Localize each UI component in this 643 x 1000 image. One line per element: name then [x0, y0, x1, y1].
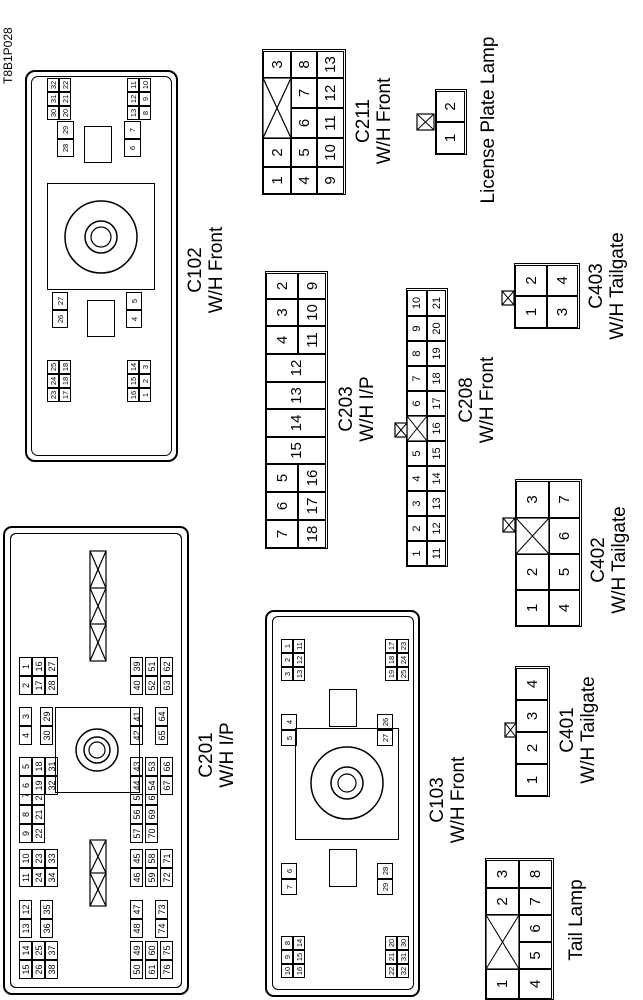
key-mark [501, 290, 515, 306]
cell: 7 [266, 520, 298, 548]
c208-code: C208 [456, 377, 477, 423]
cell: 1 [436, 122, 465, 154]
pin: 7 [124, 121, 141, 139]
connector-license-plate-lamp: 1 2 [435, 89, 467, 155]
pin: 6 [124, 139, 141, 157]
center-bolt [64, 200, 138, 274]
c102-code: C102 [185, 247, 206, 293]
c201-code: C201 [196, 732, 217, 778]
connector-c402: 1 2 3 4 5 6 7 8 [515, 479, 582, 627]
c402-label: C402 W/H Tailgate [588, 480, 630, 640]
cell: 2 [515, 265, 547, 296]
blank-cross-mark [406, 415, 428, 442]
cell: 6 [266, 492, 298, 520]
key-mark [416, 113, 435, 131]
c401-desc: W/H Tailgate [578, 676, 599, 784]
pin: 13 [127, 106, 139, 120]
key-mark [394, 422, 408, 438]
cell: 5 [266, 464, 298, 492]
c401-label: C401 W/H Tailgate [557, 650, 599, 810]
cell: 4 [266, 326, 298, 354]
cell: 2 [266, 273, 298, 299]
cell: 3 [516, 700, 548, 732]
c403-code: C403 [586, 263, 607, 309]
connector-c401: 1 2 3 4 [515, 666, 550, 797]
cell: 2 [436, 91, 465, 122]
c403-desc: W/H Tailgate [607, 232, 628, 340]
center-bolt [75, 550, 119, 907]
license-plate-lamp-label: License Plate Lamp [478, 36, 499, 204]
cell: 1 [516, 764, 548, 796]
connector-c208: 1 2 3 4 5 6 7 8 9 10 11 12 13 14 15 16 1… [406, 288, 448, 567]
pin: 31 [47, 92, 59, 106]
diagram-code: T8B1P028 [1, 27, 15, 84]
tail-lamp-label: Tail Lamp [566, 879, 587, 961]
c201-label: C201 W/H I/P [196, 685, 238, 825]
cell: 17 [298, 492, 326, 520]
cell: 13 [266, 382, 326, 409]
cell: 14 [266, 409, 326, 437]
cell: 18 [298, 520, 326, 548]
key-mark [502, 517, 516, 533]
connector-c102: 16 15 14 1 2 3 23 24 25 17 18 18 26 27 4… [25, 70, 178, 462]
c201-desc: W/H I/P [217, 722, 238, 788]
pin: 32 [47, 78, 59, 92]
cell: 3 [266, 299, 298, 326]
c208-label: C208 W/H Front [456, 330, 498, 470]
cell: 11 [298, 326, 326, 354]
key-mark [504, 722, 517, 738]
c401-code: C401 [557, 707, 578, 753]
pin: 20 [59, 106, 71, 120]
cell: 1 [515, 296, 547, 328]
c402-code: C402 [588, 537, 609, 583]
pin: 29 [57, 121, 74, 139]
cell: 2 [516, 732, 548, 764]
c211-desc: W/H Front [374, 77, 395, 165]
pin: 11 [127, 78, 139, 92]
connector-tail-lamp: 1 2 3 4 5 6 7 8 [485, 858, 554, 1000]
c103-code: C103 [427, 777, 448, 823]
pin: 28 [57, 139, 74, 157]
c102-desc: W/H Front [206, 226, 227, 314]
pin: 12 [127, 92, 139, 106]
blank-cross-mark [262, 77, 292, 139]
center-bolt [310, 746, 384, 820]
pin: 10 [139, 78, 151, 92]
pin: 21 [59, 92, 71, 106]
c211-label: C211 W/H Front [353, 48, 395, 194]
c403-label: C403 W/H Tailgate [586, 216, 628, 356]
blank-cross-mark [515, 517, 550, 555]
connector-c211: 1 2 3 4 5 6 7 8 9 10 11 12 13 [262, 49, 346, 195]
c103-label: C103 W/H Front [427, 730, 469, 870]
pin: 9 [139, 92, 151, 106]
cell: 4 [516, 668, 548, 700]
cell: 4 [547, 265, 578, 296]
cell: 12 [266, 354, 326, 382]
c103-desc: W/H Front [448, 756, 469, 844]
c208-desc: W/H Front [477, 356, 498, 444]
cell: 10 [298, 299, 326, 326]
pin: 22 [59, 78, 71, 92]
c203-label: C203 W/H I/P [336, 339, 378, 479]
cell: 9 [298, 273, 326, 299]
connector-c203: 7 6 5 15 14 13 12 4 3 2 1 18 17 16 11 10… [265, 271, 328, 549]
c203-code: C203 [336, 386, 357, 432]
pin: 8 [139, 106, 151, 120]
cell: 16 [298, 464, 326, 492]
blank-cross-mark [485, 914, 520, 970]
pin: 30 [47, 106, 59, 120]
c102-label: C102 W/H Front [185, 200, 227, 340]
c402-desc: W/H Tailgate [609, 506, 630, 614]
c203-desc: W/H I/P [357, 376, 378, 442]
cell: 15 [266, 437, 326, 464]
c211-code: C211 [353, 99, 374, 144]
connector-c403: 1 2 3 4 [514, 263, 580, 329]
cell: 3 [547, 296, 578, 328]
